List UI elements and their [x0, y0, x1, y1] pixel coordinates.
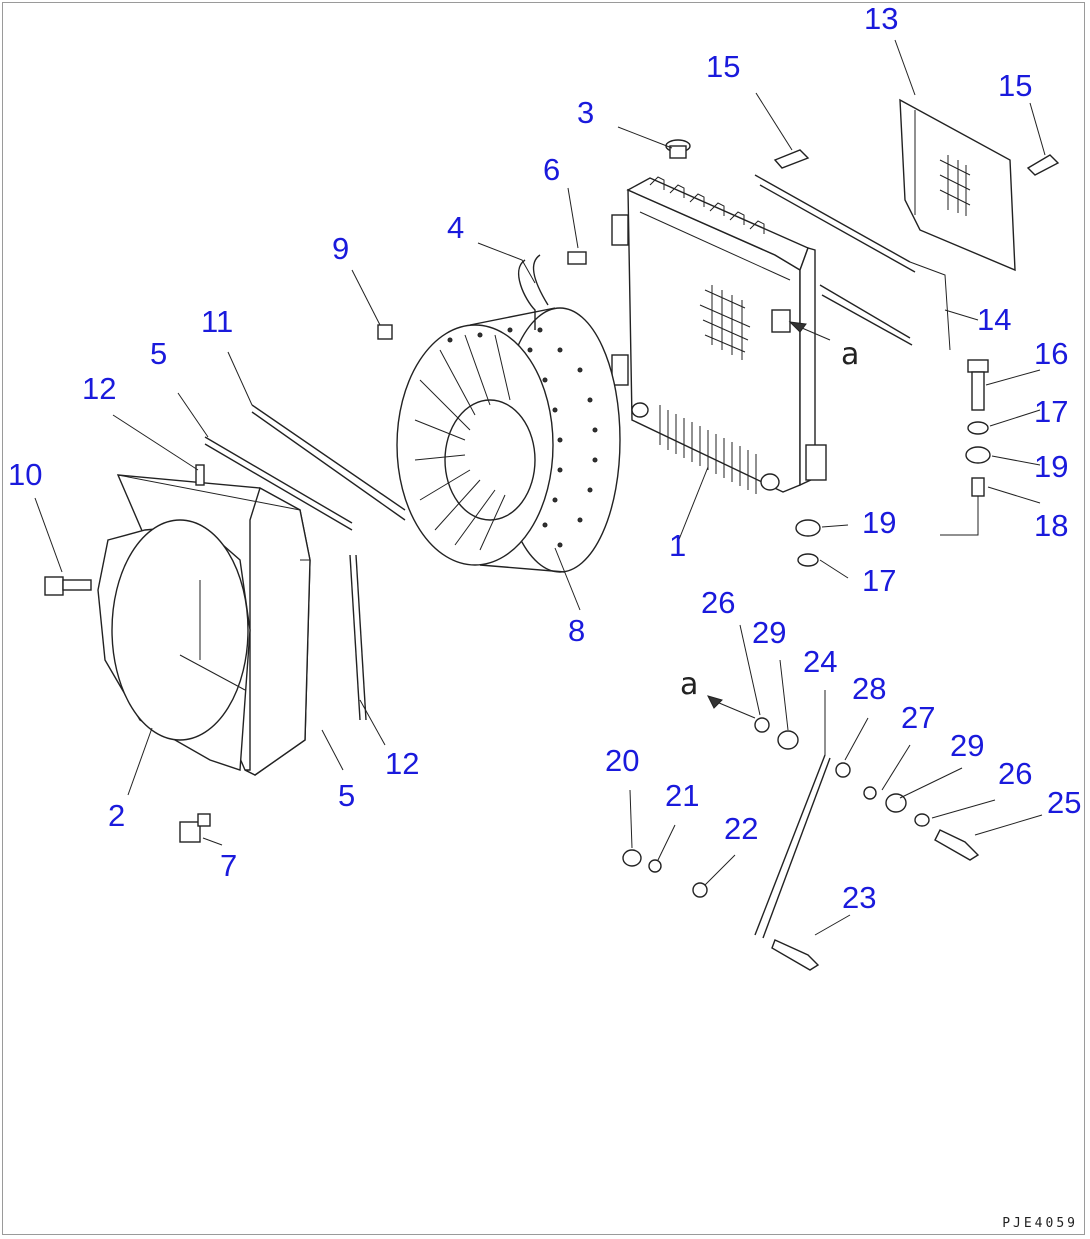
callout-7: 7	[220, 848, 238, 883]
fan-shroud-part	[97, 474, 311, 776]
callout-6: 6	[543, 152, 561, 187]
callout-17-upper: 17	[1034, 394, 1069, 429]
callout-4: 4	[447, 210, 465, 245]
callout-5-lower: 5	[338, 778, 356, 813]
leader-lines	[34, 39, 1046, 936]
callout-22: 22	[724, 811, 759, 846]
bracket-assembly-part	[754, 98, 1016, 351]
callout-13: 13	[864, 1, 899, 36]
callout-2: 2	[108, 798, 126, 833]
callout-23: 23	[842, 880, 877, 915]
callout-12-upper: 12	[82, 371, 117, 406]
brackets-part	[195, 404, 406, 721]
callout-17-lower: 17	[862, 563, 897, 598]
callout-28: 28	[852, 671, 887, 706]
callout-25: 25	[1047, 785, 1082, 820]
callout-1: 1	[669, 528, 687, 563]
fan-part	[396, 307, 621, 573]
callout-8: 8	[568, 613, 586, 648]
callout-18: 18	[1034, 508, 1069, 543]
reference-mark-a-lower: a	[680, 667, 699, 702]
callout-27: 27	[901, 700, 936, 735]
callout-19-lower: 19	[862, 505, 897, 540]
fasteners	[44, 139, 1060, 971]
callout-10: 10	[8, 457, 43, 492]
callout-29-left: 29	[752, 615, 787, 650]
callout-16: 16	[1034, 336, 1069, 371]
callout-5-upper: 5	[150, 336, 168, 371]
callout-29-right: 29	[950, 728, 985, 763]
callout-20: 20	[605, 743, 640, 778]
callout-19-upper: 19	[1034, 449, 1069, 484]
callout-12-lower: 12	[385, 746, 420, 781]
callout-3: 3	[577, 95, 595, 130]
callout-26-right: 26	[998, 756, 1033, 791]
callout-9: 9	[332, 231, 350, 266]
callout-24: 24	[803, 644, 838, 679]
callout-14: 14	[977, 302, 1012, 337]
drawing-code: PJE4059	[1002, 1216, 1078, 1231]
radiator-part	[611, 176, 827, 494]
reference-mark-a-upper: a	[841, 337, 860, 372]
callout-15-left: 15	[706, 49, 741, 84]
callout-26-left: 26	[701, 585, 736, 620]
callout-11: 11	[201, 304, 234, 339]
callout-15-right: 15	[998, 68, 1033, 103]
callout-21: 21	[665, 778, 700, 813]
